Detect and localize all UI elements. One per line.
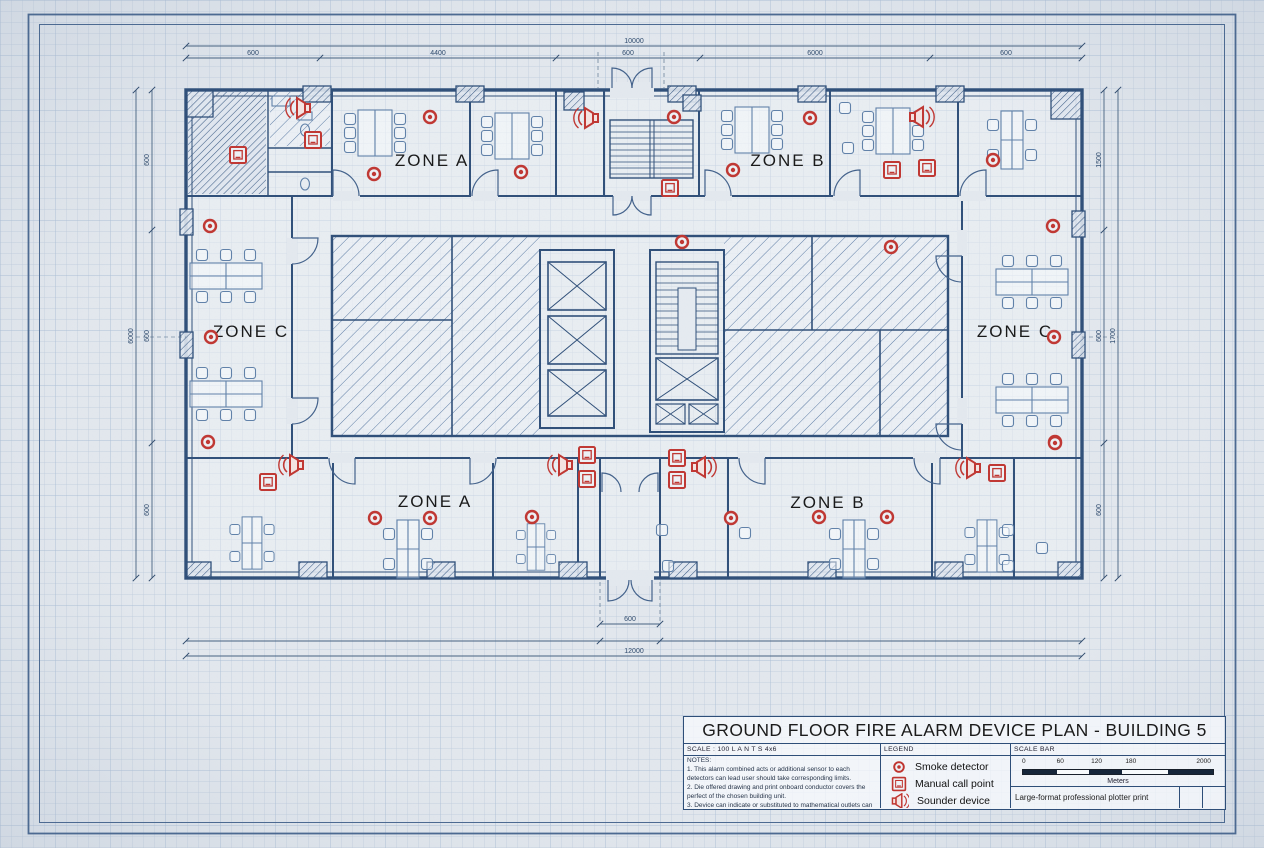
- scalebar-header: SCALE BAR: [1011, 744, 1225, 756]
- note-2: 2. Die offered drawing and print onboard…: [687, 784, 866, 800]
- legend-row-manual-call-point: Manual call point: [881, 775, 1010, 792]
- legend-label: Manual call point: [915, 777, 994, 790]
- legend-row-sounder-device: Sounder device: [881, 792, 1010, 808]
- scale-tick-2: 120: [1091, 758, 1103, 765]
- manual-call-point-icon: [891, 776, 907, 791]
- plotter-note-text: Large-format professional plotter print: [1015, 793, 1149, 803]
- legend-label: Sounder device: [917, 794, 990, 807]
- title-block-cell: [1202, 787, 1225, 808]
- scale-unit-label: Meters: [1107, 778, 1129, 785]
- scale-tick-3: 180: [1125, 758, 1137, 765]
- scale-tick-4: 2000: [1196, 758, 1211, 765]
- legend-label: Smoke detector: [915, 760, 989, 773]
- note-1: 1. This alarm combined acts or additiona…: [687, 766, 852, 782]
- legend-row-smoke-detector: Smoke detector: [881, 758, 1010, 775]
- scale-tick-0: 0: [1022, 758, 1026, 765]
- legend-header: LEGEND: [881, 744, 1010, 756]
- smoke-detector-icon: [893, 760, 905, 773]
- scale-bar-strip: [1021, 769, 1215, 775]
- plotter-note: Large-format professional plotter print: [1011, 786, 1225, 808]
- notes-panel: SCALE : 100 L A N T S 4x6 NOTES: 1. This…: [684, 744, 881, 808]
- title-block: GROUND FLOOR FIRE ALARM DEVICE PLAN - BU…: [683, 716, 1226, 810]
- scale-bar: 0 60 120 180 2000 Meters: [1011, 756, 1225, 786]
- notes-title: NOTES:: [687, 757, 712, 764]
- title-block-cell: [1179, 787, 1202, 808]
- scale-header: SCALE : 100 L A N T S 4x6: [684, 744, 880, 756]
- legend-panel: LEGEND Smoke detector Manual call point …: [881, 744, 1011, 808]
- scale-tick-1: 60: [1056, 758, 1064, 765]
- note-3: 3. Device can indicate or substituted to…: [687, 802, 873, 808]
- drawing-title: GROUND FLOOR FIRE ALARM DEVICE PLAN - BU…: [684, 717, 1225, 744]
- sounder-device-icon: [891, 792, 909, 808]
- scalebar-panel: SCALE BAR 0 60 120 180 2000 Meters Large…: [1011, 744, 1225, 808]
